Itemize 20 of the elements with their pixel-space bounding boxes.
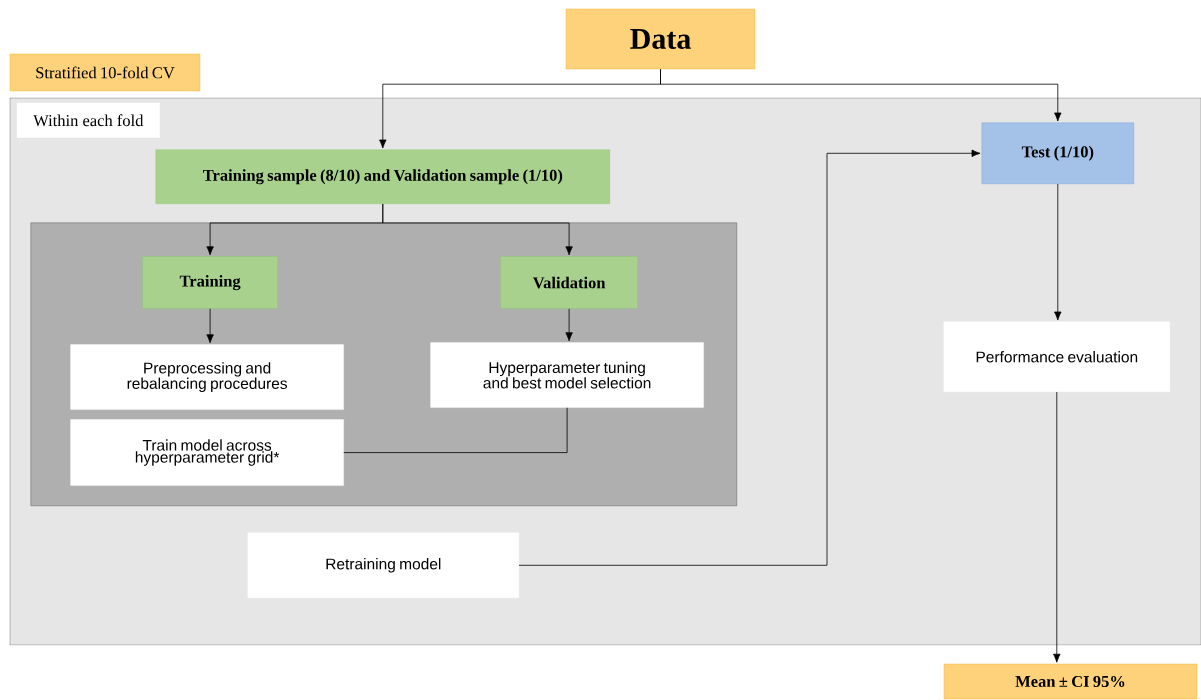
title-box: Data <box>565 8 756 70</box>
section-box: Stratified 10-fold CV <box>9 53 201 92</box>
arrow <box>518 149 981 566</box>
step-box: Retraining model <box>247 532 519 598</box>
process-box: Training sample (8/10) and Validation sample (1/10) <box>155 149 610 204</box>
panel-label: Within each fold <box>16 102 160 138</box>
arrow <box>565 308 573 342</box>
arrow <box>660 68 1062 122</box>
arrow <box>1054 183 1062 321</box>
result-box: Mean ± CI 95% <box>943 663 1198 700</box>
step-box: Preprocessing and rebalancing procedures <box>70 344 344 410</box>
process-box: Training <box>142 256 278 309</box>
process-box: Test (1/10) <box>981 122 1134 184</box>
arrow <box>206 308 214 344</box>
arrow <box>382 203 573 256</box>
arrow <box>1053 391 1061 663</box>
step-box: Performance evaluation <box>943 321 1170 392</box>
process-box: Validation <box>500 256 638 309</box>
step-box: Hyperparameter tuning and best model selection <box>430 342 704 408</box>
step-box: Train model across hyperparameter grid* <box>70 419 344 486</box>
